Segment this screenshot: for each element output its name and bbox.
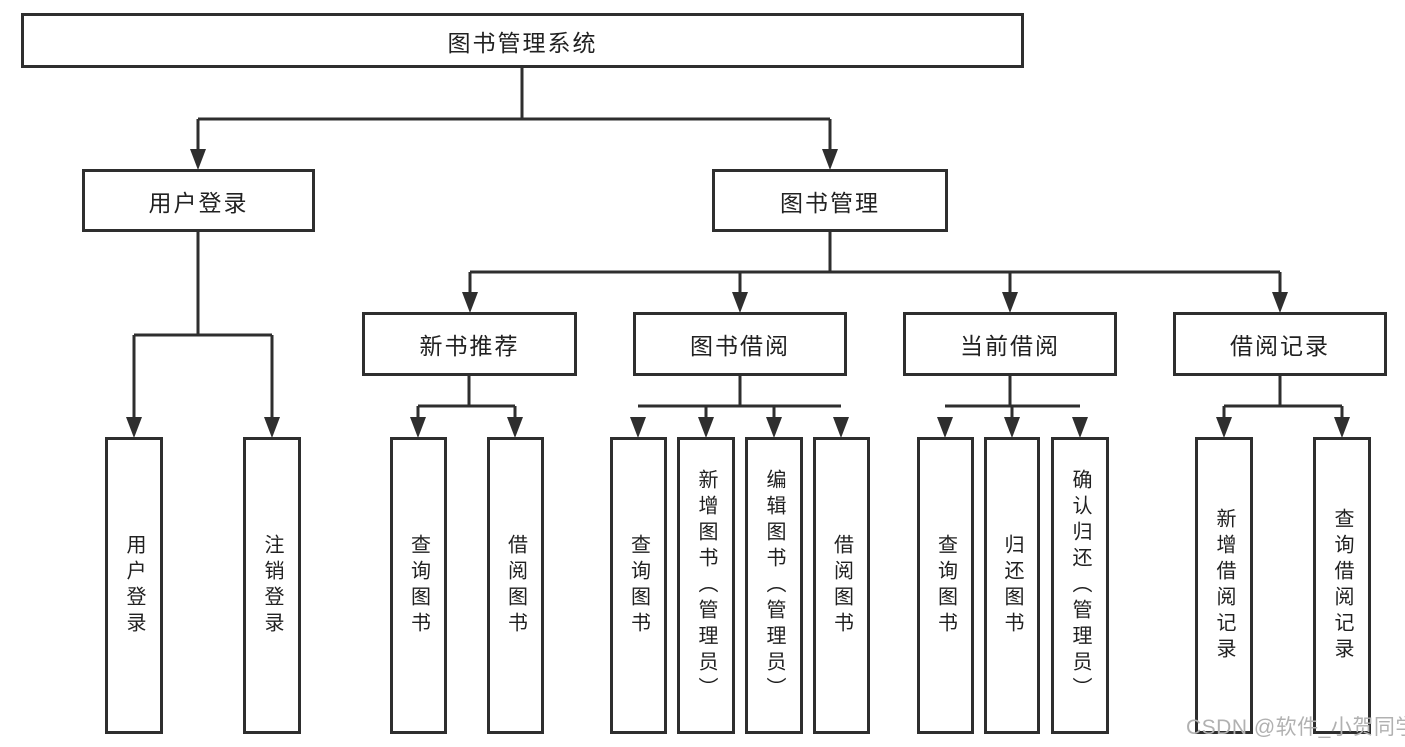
leaf-label: 新增借阅记录 [1213, 507, 1235, 664]
leaf-label: 借阅图书 [504, 533, 527, 638]
node-borrow-records: 借阅记录 [1173, 312, 1387, 376]
leaf-edit-books-admin: 编辑图书（管理员） [745, 437, 803, 734]
leaf-label: 注销登录 [261, 533, 283, 638]
leaf-borrow-books-borrowing: 借阅图书 [813, 437, 870, 734]
node-user-login: 用户登录 [82, 169, 315, 232]
csdn-watermark: CSDN @软件_小贺同学 [1186, 716, 1405, 739]
leaf-add-books-admin: 新增图书（管理员） [677, 437, 735, 734]
leaf-query-books-current: 查询图书 [917, 437, 974, 734]
leaf-return-books: 归还图书 [984, 437, 1040, 734]
node-library-management-system: 图书管理系统 [21, 13, 1024, 68]
node-book-borrowing: 图书借阅 [633, 312, 847, 376]
node-current-borrowing: 当前借阅 [903, 312, 1117, 376]
leaf-label: 新增图书（管理员） [695, 468, 717, 703]
connector-path [132, 68, 1344, 419]
node-new-book-recommend: 新书推荐 [362, 312, 577, 376]
leaf-label: 确认归还（管理员） [1069, 468, 1091, 703]
leaf-label: 编辑图书（管理员） [763, 468, 785, 703]
leaf-label: 归还图书 [1001, 533, 1023, 638]
node-book-management: 图书管理 [712, 169, 948, 232]
leaf-user-login: 用户登录 [105, 437, 163, 734]
leaf-label: 查询图书 [407, 533, 430, 638]
leaf-label: 查询借阅记录 [1331, 507, 1353, 664]
leaf-label: 借阅图书 [830, 533, 853, 638]
leaf-label: 查询图书 [627, 533, 650, 638]
leaf-confirm-return-admin: 确认归还（管理员） [1051, 437, 1109, 734]
leaf-logout: 注销登录 [243, 437, 301, 734]
arrowheads [126, 149, 1350, 438]
leaf-query-books-borrowing: 查询图书 [610, 437, 667, 734]
leaf-label: 用户登录 [123, 533, 145, 638]
leaf-query-borrow-record: 查询借阅记录 [1313, 437, 1371, 734]
leaf-query-books-newbooks: 查询图书 [390, 437, 447, 734]
leaf-label: 查询图书 [934, 533, 957, 638]
leaf-borrow-books-newbooks: 借阅图书 [487, 437, 544, 734]
leaf-add-borrow-record: 新增借阅记录 [1195, 437, 1253, 734]
